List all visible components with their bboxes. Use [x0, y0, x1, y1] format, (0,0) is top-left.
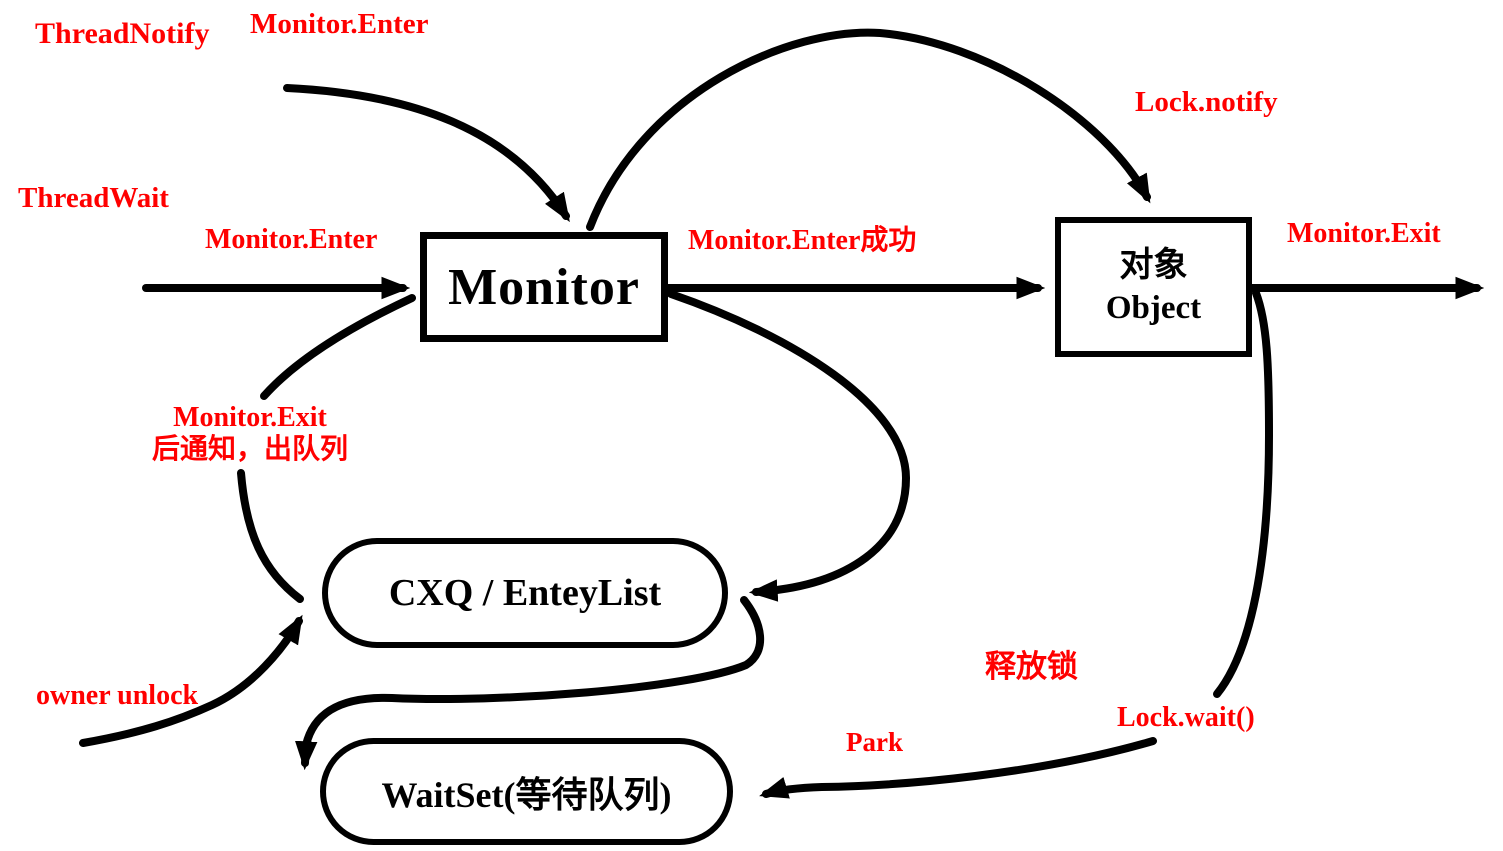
edge-monitor-to-cxq	[667, 290, 911, 602]
lock-wait-label: Lock.wait()	[1117, 702, 1255, 733]
monitor-exit-right-label: Monitor.Exit	[1287, 218, 1441, 249]
monitor-enter-left-label: Monitor.Enter	[205, 224, 378, 255]
monitor-node: Monitor	[420, 232, 668, 342]
thread-notify-label: ThreadNotify	[35, 17, 210, 50]
thread-wait-label: ThreadWait	[18, 182, 169, 214]
edge-exit-requeue-lower	[237, 469, 304, 603]
edge-lock-wait-down	[1213, 289, 1274, 698]
cxq-entrylist-node: CXQ / EnteyList	[322, 538, 728, 648]
edge-lock-notify-arc	[586, 28, 1151, 231]
object-node-label-en: Object	[1105, 289, 1202, 326]
release-lock-label: 释放锁	[985, 649, 1078, 684]
monitor-exit-requeue-line1: Monitor.Exit	[173, 402, 327, 433]
monitor-exit-requeue-line2: 后通知，出队列	[151, 434, 348, 466]
cxq-entrylist-node-label: CXQ / EnteyList	[388, 572, 662, 614]
owner-unlock-label: owner unlock	[36, 680, 199, 711]
monitor-enter-success-label: Monitor.Enter成功	[688, 225, 917, 256]
edge-cxq-to-waitset	[294, 596, 764, 771]
edge-park	[759, 737, 1157, 799]
object-node-label-zh: 对象	[1119, 247, 1188, 285]
lock-notify-label: Lock.notify	[1135, 86, 1278, 118]
waitset-node: WaitSet(等待队列)	[320, 738, 733, 845]
monitor-enter-top-label: Monitor.Enter	[250, 8, 429, 40]
object-node: 对象 Object	[1055, 217, 1252, 357]
park-label: Park	[846, 727, 903, 757]
waitset-node-label: WaitSet(等待队列)	[381, 774, 672, 815]
monitor-node-label: Monitor	[448, 258, 640, 316]
monitor-exit-requeue-label: Monitor.Exit 后通知，出队列	[130, 402, 370, 466]
edge-exit-requeue-upper	[260, 294, 416, 400]
edge-owner-unlock	[79, 614, 303, 747]
edge-enter-from-top	[283, 84, 570, 223]
